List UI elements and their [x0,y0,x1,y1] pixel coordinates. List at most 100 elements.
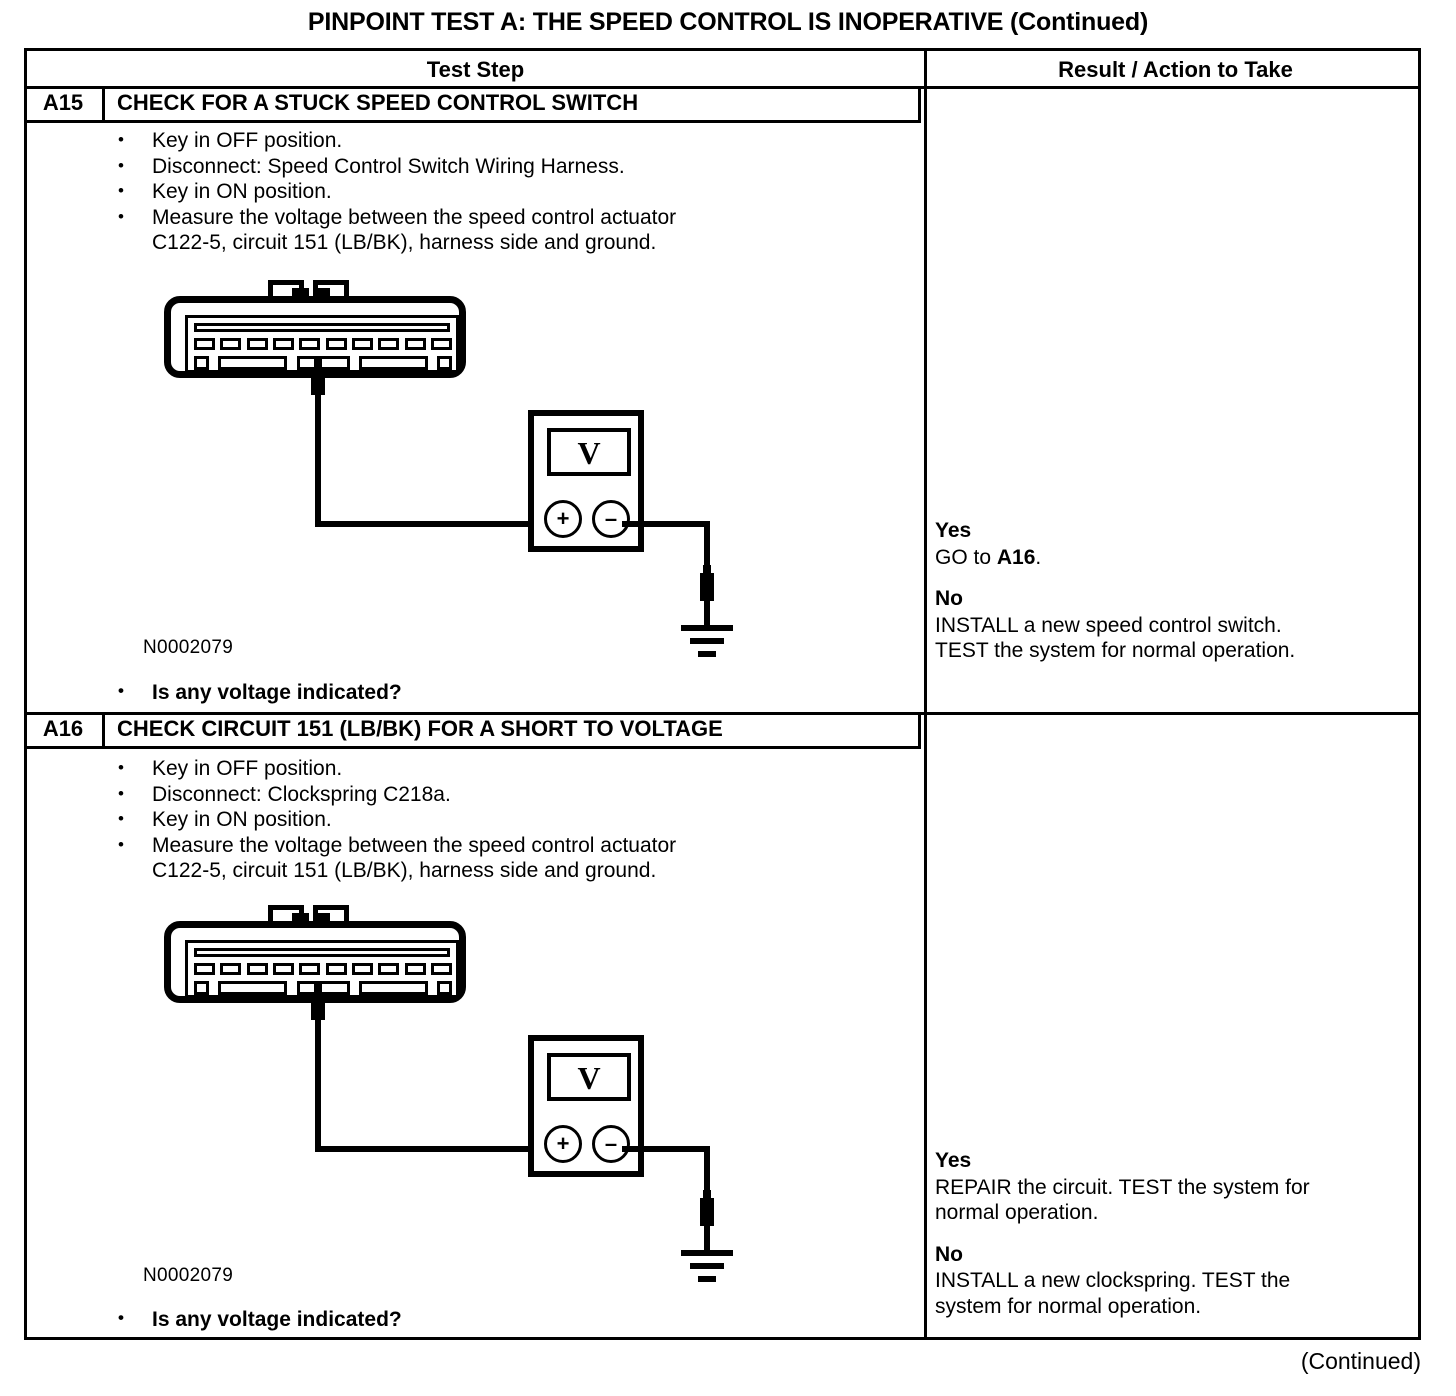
bullet-list-a15: Key in OFF position. Disconnect: Speed C… [110,127,677,256]
ground-symbol-a16 [680,1250,734,1294]
page-title: PINPOINT TEST A: THE SPEED CONTROL IS IN… [307,8,1149,36]
connector-pin [220,338,242,350]
wire-negative-to-ground-a15 [622,521,710,527]
goto-step-ref: A16 [996,545,1036,569]
result-body-no-line1: INSTALL a new speed control switch. [935,613,1282,637]
result-label-yes: Yes [935,1149,972,1172]
connector-segment [218,981,288,995]
result-body-no-line1: INSTALL a new clockspring. TEST the [935,1269,1291,1292]
result-body-yes-line1: REPAIR the circuit. TEST the system for [935,1175,1310,1199]
step-banner-a16: A16 CHECK CIRCUIT 151 (LB/BK) FOR A SHOR… [24,712,921,749]
wire-ground-drop-a15 [704,521,710,573]
result-group-no-a15: No INSTALL a new speed control switch. T… [935,586,1405,664]
bullet-item: Key in ON position. [110,806,676,833]
connector-pin [272,338,294,350]
result-text-a16: Yes REPAIR the circuit. TEST the system … [935,1148,1405,1319]
step-title-a16: CHECK CIRCUIT 151 (LB/BK) FOR A SHORT TO… [105,712,921,749]
connector-pin [351,338,373,350]
connector-pin [246,338,268,350]
step-id-a15: A15 [24,86,105,123]
bullet-item: Key in OFF position. [110,755,676,782]
step-banner-a15: A15 CHECK FOR A STUCK SPEED CONTROL SWIT… [24,86,921,123]
ground-bar [698,651,716,657]
pinpoint-test-table: Test Step Result / Action to Take [24,48,1421,1340]
connector-pin-row [194,338,452,350]
result-body-yes: GO to A16. [935,545,1405,571]
goto-suffix: . [1035,545,1042,569]
column-divider [924,51,927,1337]
connector-inner-frame [185,940,459,998]
voltmeter-negative-terminal-a15: – [592,500,630,538]
ground-probe-a16 [700,1190,714,1232]
connector-inner-frame [185,315,459,373]
result-group-no-a16: No INSTALL a new clockspring. TEST the s… [935,1242,1405,1320]
connector-slot [194,323,450,332]
wire-negative-to-ground-a16 [622,1146,710,1152]
wire-ground-stub-a16 [704,1226,710,1252]
connector-pin [299,338,321,350]
result-body-no-line2: TEST the system for normal operation. [935,639,1296,662]
result-label-yes: Yes [935,519,972,542]
figure-reference-a15: N0002079 [143,637,234,658]
connector-pin [404,963,426,975]
bullet-item-line2: C122-5, circuit 151 (LB/BK), harness sid… [152,859,657,882]
ground-probe-a15 [700,565,714,607]
step-title-a15: CHECK FOR A STUCK SPEED CONTROL SWITCH [105,86,921,123]
voltmeter-positive-terminal-a16: + [544,1125,582,1163]
connector-pin [378,338,400,350]
connector-segment [358,981,428,995]
bullet-item: Measure the voltage between the speed co… [110,832,677,884]
bullet-item-line2: C122-5, circuit 151 (LB/BK), harness sid… [152,231,657,254]
figure-reference-a16: N0002079 [143,1265,234,1286]
step-id-a16: A16 [24,712,105,749]
connector-segment [194,356,209,370]
connector-segment [218,356,288,370]
result-body-yes-line2: normal operation. [935,1201,1099,1224]
bullet-item-line1: Measure the voltage between the speed co… [152,205,677,229]
wire-probe-to-meter-a15 [315,395,321,527]
goto-prefix: GO to [935,545,997,569]
result-group-yes-a16: Yes REPAIR the circuit. TEST the system … [935,1148,1405,1226]
result-group-yes-a15: Yes GO to A16. [935,518,1405,570]
connector-pin [246,963,268,975]
wire-to-positive-terminal-a16 [315,1146,547,1152]
connector-pin [325,963,347,975]
row-divider-a16 [27,712,1418,715]
connector-pin [299,963,321,975]
connector-pin [272,963,294,975]
question-a15: Is any voltage indicated? [110,681,402,705]
connector-pin [194,963,215,975]
bullet-item: Measure the voltage between the speed co… [110,204,677,256]
bullet-item: Key in ON position. [110,178,676,205]
bullet-item: Key in OFF position. [110,127,676,154]
connector-segment [437,356,452,370]
wire-to-positive-terminal-a15 [315,521,547,527]
connector-pin [194,338,215,350]
connector-slot [194,948,450,957]
connector-pin [325,338,347,350]
connector-pin [378,963,400,975]
connector-segment [194,981,209,995]
connector-pin [351,963,373,975]
connector-pin [430,963,452,975]
ground-symbol-a15 [680,625,734,669]
bullet-item-line1: Measure the voltage between the speed co… [152,833,677,857]
ground-bar [698,1276,716,1282]
test-probe-a16 [311,984,325,1026]
result-text-a15: Yes GO to A16. No INSTALL a new speed co… [935,518,1405,664]
ground-bar [681,1250,733,1256]
bullet-item: Disconnect: Speed Control Switch Wiring … [110,153,676,180]
wire-probe-to-meter-a16 [315,1020,321,1152]
ground-bar [690,638,724,644]
test-probe-a15 [311,359,325,401]
question-a16: Is any voltage indicated? [110,1308,402,1332]
connector-pin [220,963,242,975]
connector-pin [430,338,452,350]
voltmeter-negative-terminal-a16: – [592,1125,630,1163]
voltmeter-a15: V + – [528,410,644,552]
voltmeter-display-a15: V [547,428,631,476]
header-rule [27,86,1418,89]
connector-segment [437,981,452,995]
voltmeter-display-a16: V [547,1053,631,1101]
page-footer: (Continued) [1300,1348,1421,1374]
